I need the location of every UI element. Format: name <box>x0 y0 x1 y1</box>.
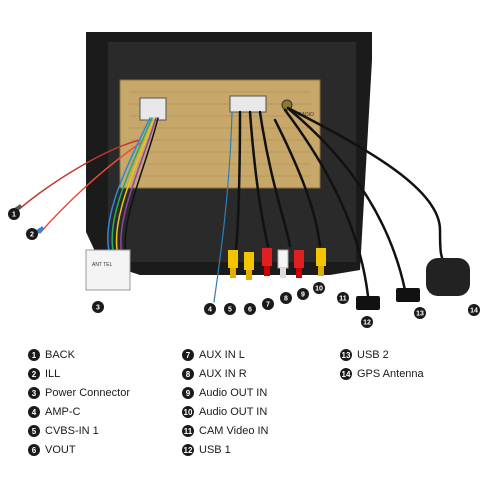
legend-item-power-connector: 3 Power Connector <box>28 384 188 402</box>
rca-plug-aux-in-r <box>277 249 289 278</box>
rca-plug-audio-out-1 <box>294 250 304 278</box>
legend-item-cvbs-in-1: 5 CVBS-IN 1 <box>28 422 188 440</box>
svg-text:8: 8 <box>284 296 288 303</box>
legend-label: GPS Antenna <box>357 368 424 380</box>
wire-usb-1 <box>283 108 370 298</box>
legend-label: CVBS-IN 1 <box>45 425 99 437</box>
svg-text:12: 12 <box>363 320 371 327</box>
wire-rca-group-3 <box>258 110 292 248</box>
legend-item-gps-antenna: 14 GPS Antenna <box>340 365 500 383</box>
gps-antenna-puck <box>426 258 470 296</box>
legend-label: ILL <box>45 368 61 380</box>
legend-badge: 8 <box>182 368 194 380</box>
legend-column-3: 13 USB 2 14 GPS Antenna <box>340 346 500 384</box>
legend-item-aux-in-l: 7 AUX IN L <box>182 346 342 364</box>
wire-rca-group <box>234 110 242 252</box>
rca-plug-vout <box>244 252 254 280</box>
svg-text:14: 14 <box>470 308 478 315</box>
wire-back <box>15 139 141 213</box>
svg-text:1: 1 <box>12 212 16 219</box>
legend-item-cam-video-in: 11 CAM Video IN <box>182 422 342 440</box>
legend-label: AUX IN L <box>199 349 245 361</box>
wire-bundle-1 <box>106 117 151 256</box>
legend-badge: 5 <box>28 425 40 437</box>
svg-text:11: 11 <box>339 296 347 303</box>
power-connector-tag: ANT TEL <box>92 262 113 268</box>
svg-text:2: 2 <box>30 232 34 239</box>
svg-text:3: 3 <box>96 305 100 312</box>
legend-item-audio-out-in-1: 9 Audio OUT IN <box>182 384 342 402</box>
legend-label: VOUT <box>45 444 76 456</box>
legend-column-1: 1 BACK 2 ILL 3 Power Connector 4 AMP-C 5 CVBS… <box>28 346 188 460</box>
wire-ill <box>39 141 143 234</box>
wire-gps <box>286 106 450 270</box>
svg-text:9: 9 <box>301 292 305 299</box>
legend-item-vout: 6 VOUT <box>28 441 188 459</box>
wiring-diagram: RADIO ANT TEL 1 2 3 4 5 6 <box>8 32 480 328</box>
svg-text:4: 4 <box>208 307 212 314</box>
legend-item-usb-1: 12 USB 1 <box>182 441 342 459</box>
legend-label: Power Connector <box>45 387 130 399</box>
rca-plug-cvbs-in-1 <box>228 250 238 278</box>
svg-text:13: 13 <box>416 311 424 318</box>
wire-bundle-4 <box>120 117 157 256</box>
legend-badge: 9 <box>182 387 194 399</box>
wire-amp-c <box>213 111 233 303</box>
legend-label: Audio OUT IN <box>199 387 268 399</box>
legend-badge: 3 <box>28 387 40 399</box>
legend-label: AMP-C <box>45 406 81 418</box>
aux-connector-socket <box>229 95 267 113</box>
legend-badge: 4 <box>28 406 40 418</box>
legend-item-aux-in-r: 8 AUX IN R <box>182 365 342 383</box>
legend-badge: 1 <box>28 349 40 361</box>
legend-label: USB 1 <box>199 444 231 456</box>
usb-1-plug <box>356 296 380 310</box>
legend-badge: 7 <box>182 349 194 361</box>
wire-bundle-2 <box>111 117 153 256</box>
legend-badge: 6 <box>28 444 40 456</box>
legend-item-audio-out-in-2: 10 Audio OUT IN <box>182 403 342 421</box>
legend-badge: 2 <box>28 368 40 380</box>
legend-label: BACK <box>45 349 75 361</box>
legend-label: Audio OUT IN <box>199 406 268 418</box>
wire-cam-video <box>273 118 322 248</box>
legend-item-back: 1 BACK <box>28 346 188 364</box>
svg-text:7: 7 <box>266 302 270 309</box>
usb-2-plug <box>396 288 420 302</box>
legend-item-usb-2: 13 USB 2 <box>340 346 500 364</box>
legend-item-amp-c: 4 AMP-C <box>28 403 188 421</box>
svg-text:6: 6 <box>248 307 252 314</box>
radio-label: RADIO <box>298 112 314 118</box>
legend-label: AUX IN R <box>199 368 247 380</box>
legend-label: USB 2 <box>357 349 389 361</box>
wire-usb-2 <box>288 108 407 292</box>
svg-text:5: 5 <box>228 307 232 314</box>
callout-badges: 1 2 3 4 5 6 7 8 9 10 11 12 13 14 <box>8 208 480 328</box>
legend-item-ill: 2 ILL <box>28 365 188 383</box>
legend-badge: 11 <box>182 425 194 437</box>
legend-badge: 12 <box>182 444 194 456</box>
ill-wire-tip <box>35 226 45 234</box>
legend-badge: 14 <box>340 368 352 380</box>
wire-bundle-5 <box>124 117 159 256</box>
svg-text:10: 10 <box>315 286 323 293</box>
wire-rca-group-2 <box>248 110 270 248</box>
legend-badge: 10 <box>182 406 194 418</box>
wire-bundle-3 <box>115 117 155 256</box>
power-connector-plug <box>85 249 131 291</box>
rca-plug-aux-in-l <box>262 248 272 276</box>
main-connector-socket <box>139 97 167 121</box>
legend-badge: 13 <box>340 349 352 361</box>
legend-label: CAM Video IN <box>199 425 269 437</box>
rca-plug-cam-video <box>316 248 326 276</box>
